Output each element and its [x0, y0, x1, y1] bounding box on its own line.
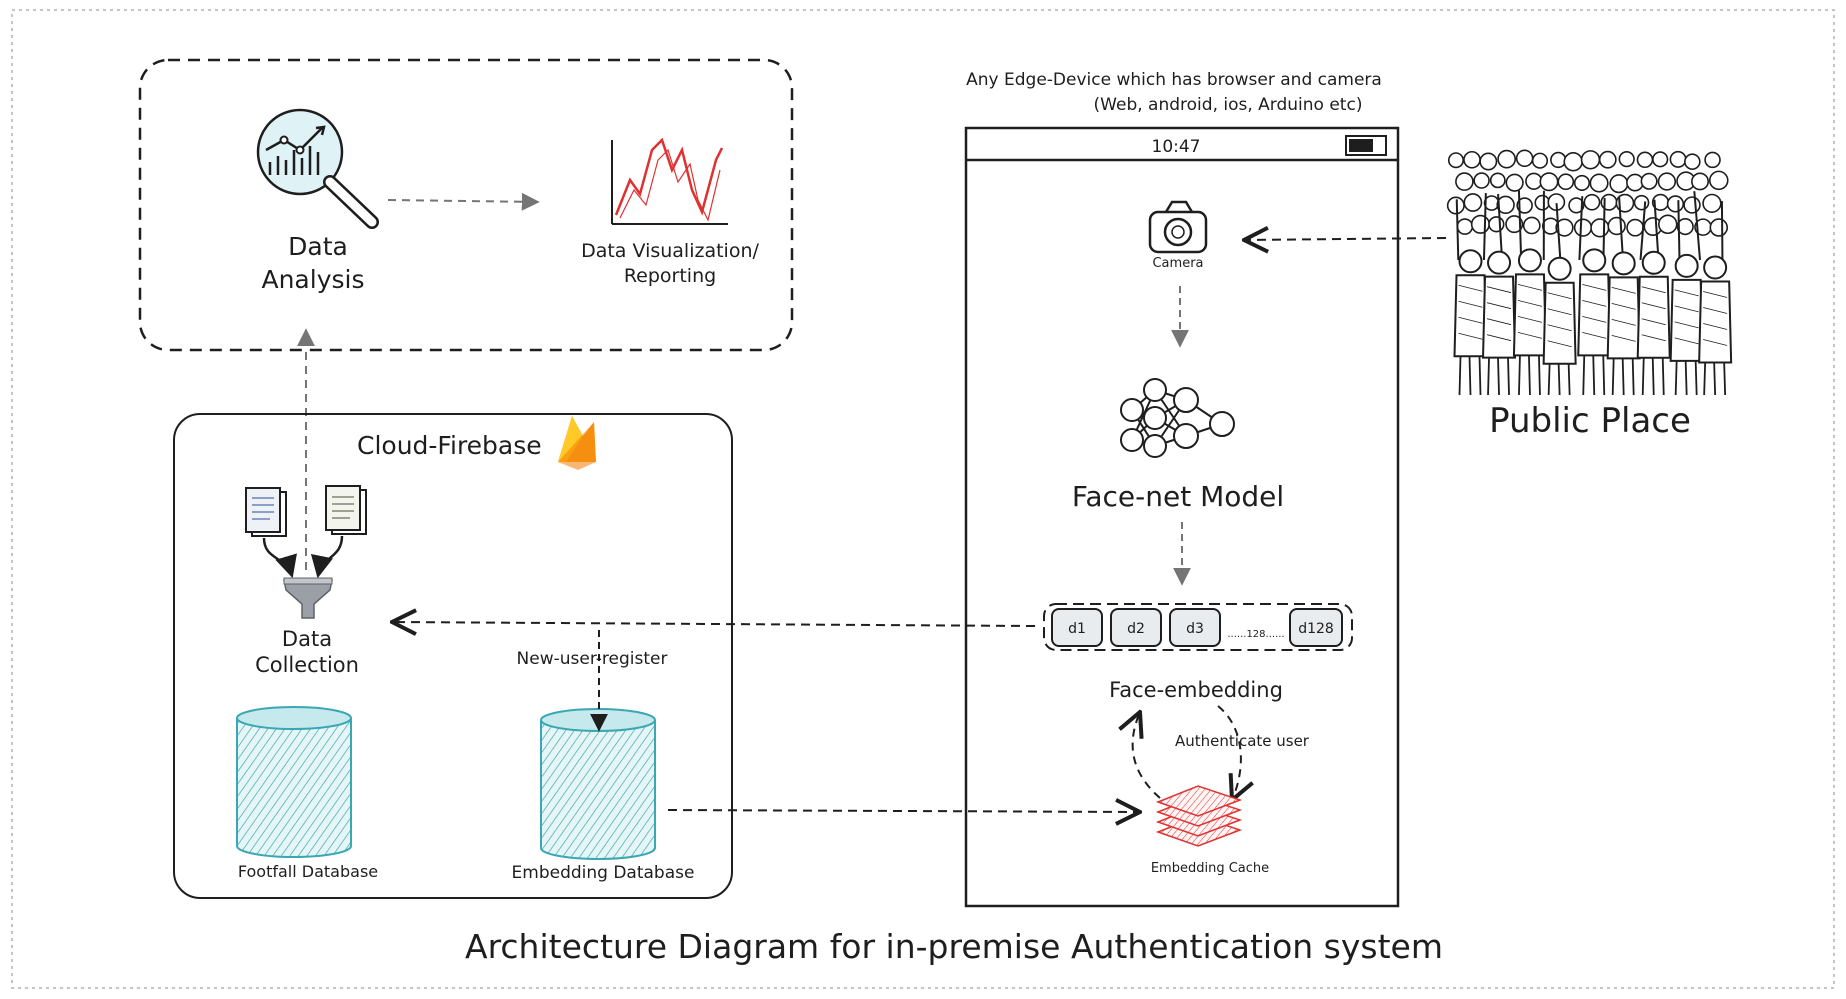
analysis-group-box — [138, 58, 794, 352]
embedding-cache-label: Embedding Cache — [1151, 861, 1269, 876]
embedding-cache-icon — [1155, 785, 1243, 847]
authenticate-arrow — [1217, 705, 1241, 800]
battery-icon — [1345, 135, 1387, 156]
camera-label: Camera — [1152, 256, 1203, 271]
crowd-illustration — [1446, 149, 1733, 396]
cache-to-embedding-arrow — [1133, 712, 1161, 799]
footfall-database-label: Footfall Database — [238, 862, 378, 881]
embedding-ellipsis: ......128...... — [1227, 629, 1284, 640]
embedding-cell-text: d1 — [1068, 621, 1086, 637]
embedding-database-cylinder — [540, 708, 656, 860]
cloud-firebase-box — [173, 413, 733, 899]
embedding-cell: d1 — [1051, 608, 1103, 647]
data-visualization-label-1: Data Visualization/ — [581, 240, 759, 262]
diagram-title: Architecture Diagram for in-premise Auth… — [465, 927, 1443, 966]
edge-device-caption-2: (Web, android, ios, Arduino etc) — [1094, 95, 1363, 115]
neural-network-icon — [1120, 378, 1235, 458]
embedding-database-label: Embedding Database — [512, 863, 695, 883]
analysis-to-visualization-arrow — [387, 192, 540, 211]
data-analysis-icon — [256, 108, 379, 229]
status-time: 10:47 — [1152, 137, 1201, 157]
embedding-to-collection-arrow — [392, 622, 1036, 626]
embedding-cell: d2 — [1110, 608, 1162, 647]
data-collection-label-2: Collection — [255, 653, 359, 677]
edge-device-caption-1: Any Edge-Device which has browser and ca… — [966, 70, 1382, 90]
edge-device-frame — [964, 126, 1400, 908]
data-analysis-label-1: Data — [288, 232, 348, 261]
embedding-cell-text: d2 — [1127, 621, 1145, 637]
line-chart-icon — [611, 137, 728, 225]
outer-frame — [11, 9, 1835, 989]
document-icon — [325, 485, 367, 535]
cloud-firebase-label: Cloud-Firebase — [357, 431, 542, 460]
embedding-cell: d3 — [1169, 608, 1221, 647]
face-embedding-label: Face-embedding — [1109, 678, 1283, 702]
new-user-register-label: New-user-register — [517, 649, 668, 669]
data-collection-label-1: Data — [282, 627, 332, 651]
authenticate-user-label: Authenticate user — [1175, 732, 1310, 750]
footfall-database-cylinder — [236, 706, 352, 858]
doc-to-funnel-arrow — [310, 535, 344, 579]
doc-to-funnel-arrow — [262, 537, 297, 579]
funnel-icon — [283, 577, 333, 619]
document-icon — [245, 487, 287, 537]
data-analysis-label-2: Analysis — [261, 265, 364, 294]
data-visualization-label-2: Reporting — [624, 265, 716, 287]
camera-icon — [1148, 200, 1208, 254]
embedding-cell-text: d128 — [1298, 621, 1334, 637]
firebase-icon — [558, 416, 596, 470]
embedding-cell-text: d3 — [1186, 621, 1204, 637]
public-place-label: Public Place — [1489, 401, 1691, 441]
face-net-model-label: Face-net Model — [1072, 480, 1284, 513]
embedding-vector-group — [1043, 603, 1353, 651]
embedding-cell: d128 — [1289, 608, 1343, 647]
public-to-camera-arrow — [1244, 238, 1447, 240]
database-to-cache-arrow — [667, 810, 1140, 812]
